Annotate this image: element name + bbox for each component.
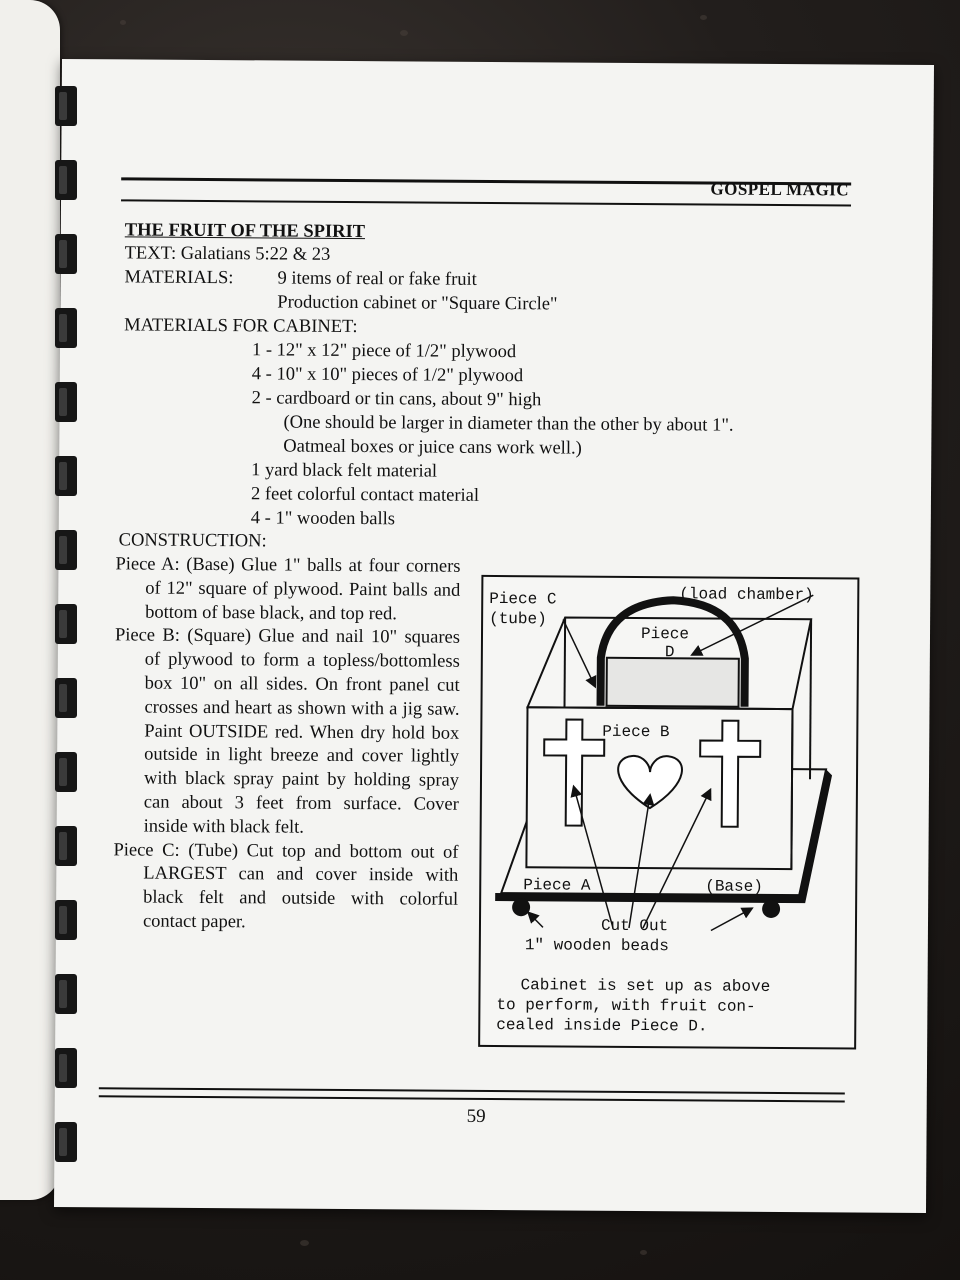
label-wooden-beads: 1" wooden beads	[525, 936, 669, 955]
spiral-coil	[55, 826, 77, 866]
wooden-ball-right	[762, 899, 781, 918]
section-title: THE FRUIT OF THE SPIRIT	[124, 220, 366, 243]
step-piece-c: Piece C: (Tube) Cut top and bottom out o…	[113, 839, 459, 933]
header-rule-thin	[121, 199, 852, 207]
label-piece-a: Piece A	[523, 876, 591, 894]
heart-cutout	[617, 754, 683, 810]
label-tube: (tube)	[489, 610, 547, 628]
materials-item-2: Production cabinet or "Square Circle"	[277, 292, 558, 315]
step-piece-b: Piece B: (Square) Glue and nail 10" squa…	[114, 625, 461, 838]
wooden-ball-left	[512, 898, 531, 917]
spiral-coil	[55, 900, 77, 940]
spiral-coil	[55, 86, 77, 126]
spiral-coil	[55, 1122, 77, 1162]
materials-label: MATERIALS:	[124, 267, 234, 289]
label-load-chamber: (load chamber)	[679, 585, 814, 604]
cabinet-item: 2 - cardboard or tin cans, about 9" high	[251, 388, 542, 411]
cabinet-item: 4 - 10" x 10" pieces of 1/2" plywood	[251, 364, 524, 387]
label-piece-d: Piece	[641, 625, 689, 643]
construction-steps: Piece A: (Base) Glue 1" balls at four co…	[113, 553, 461, 936]
label-piece-d-letter: D	[665, 643, 675, 661]
cabinet-item: 4 - 1" wooden balls	[250, 508, 396, 530]
caption-line-2: to perform, with fruit con-	[496, 996, 755, 1016]
caption-line-1: Cabinet is set up as above	[521, 976, 771, 996]
footer-rule	[98, 1087, 845, 1095]
cabinet-drawing: Piece C (tube) (load chamber) Piece D Pi…	[489, 585, 833, 1035]
load-chamber	[605, 656, 740, 708]
label-piece-c: Piece C	[489, 590, 556, 608]
materials-item-1: 9 items of real or fake fruit	[277, 268, 477, 290]
step-piece-a: Piece A: (Base) Glue 1" balls at four co…	[115, 554, 461, 624]
spiral-coil	[55, 382, 77, 422]
spiral-coil	[55, 160, 77, 200]
label-base: (Base)	[705, 877, 763, 895]
book-page: GOSPEL MAGIC THE FRUIT OF THE SPIRIT TEX…	[54, 58, 934, 1214]
spiral-coil	[55, 974, 77, 1014]
scripture-reference: TEXT: Galatians 5:22 & 23	[124, 243, 331, 265]
header-rule	[121, 177, 852, 186]
footer-rule-thin	[98, 1095, 845, 1103]
spiral-coil	[55, 234, 77, 274]
spiral-coil	[55, 530, 77, 570]
tube	[596, 596, 749, 707]
cross-left	[543, 718, 606, 827]
label-piece-b: Piece B	[602, 723, 669, 741]
spiral-coil	[55, 308, 77, 348]
label-cut-out: Cut Out	[601, 917, 668, 935]
cabinet-item: 2 feet colorful contact material	[250, 484, 480, 506]
spiral-coil	[55, 678, 77, 718]
cross-right	[699, 719, 762, 828]
construction-label: CONSTRUCTION:	[118, 530, 267, 552]
caption-line-3: cealed inside Piece D.	[496, 1016, 707, 1035]
cabinet-label: MATERIALS FOR CABINET:	[124, 315, 358, 338]
cabinet-item: 1 yard black felt material	[251, 460, 438, 482]
spiral-coil	[55, 456, 77, 496]
cabinet-item-note: (One should be larger in diameter than t…	[283, 412, 734, 436]
spiral-coil	[55, 752, 77, 792]
spiral-coil	[55, 1048, 77, 1088]
cabinet-diagram: Piece C (tube) (load chamber) Piece D Pi…	[478, 574, 860, 1050]
cabinet-item-note: Oatmeal boxes or juice cans work well.)	[283, 436, 582, 459]
page-number: 59	[466, 1105, 486, 1127]
spiral-coil	[55, 604, 77, 644]
facing-page	[0, 0, 60, 1200]
cabinet-item: 1 - 12" x 12" piece of 1/2" plywood	[251, 340, 517, 363]
